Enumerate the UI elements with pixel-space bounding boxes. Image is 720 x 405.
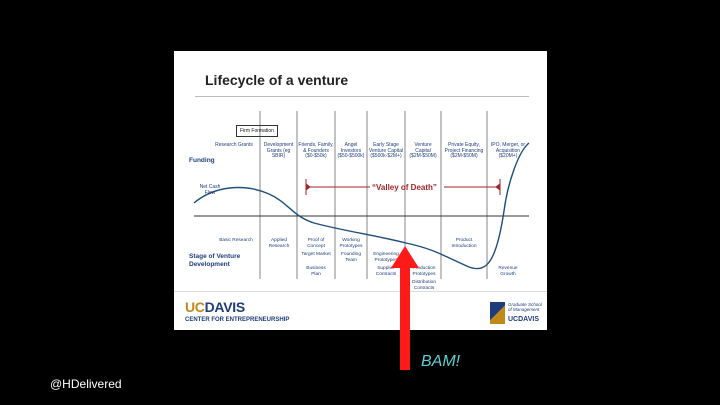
- gsm-text: Graduate School of Management: [508, 302, 542, 312]
- title-divider: [195, 96, 529, 97]
- twitter-handle: @HDelivered: [50, 377, 122, 391]
- dev-stage: Applied Research: [268, 238, 290, 249]
- valley-of-death-label: “Valley of Death”: [372, 183, 437, 192]
- funding-stage: Private Equity, Project Financing ($2M-$…: [444, 142, 484, 159]
- valley-arrow: [305, 179, 501, 195]
- dev-stage: Production Prototypes: [412, 266, 436, 277]
- funding-stage: Friends, Family, & Founders ($0-$50k): [298, 142, 334, 159]
- funding-stage: Angel Investors ($50-$500k): [337, 142, 365, 159]
- slide: Lifecycle of a venture Firm Formation Re…: [174, 51, 547, 330]
- center-for-entrepreneurship: CENTER FOR ENTREPRENEURSHIP: [185, 317, 290, 323]
- funding-stage: Venture Capital ($2M-$50M): [409, 142, 437, 159]
- bam-caption: BAM!: [421, 353, 461, 370]
- gsm-shield-icon: [490, 302, 505, 324]
- dev-stage: Business Plan: [306, 266, 326, 277]
- logo-davis: DAVIS: [204, 299, 246, 315]
- funding-stage: Research Grants: [215, 142, 253, 148]
- funding-stage: Early Stage Venture Capital ($500k-$2M+): [368, 142, 404, 159]
- cash-flow-curve: [193, 142, 530, 270]
- dev-stage: Engineering Prototypes: [373, 252, 399, 263]
- dev-stage: Supplier Contracts: [375, 266, 397, 277]
- funding-label: Funding: [189, 157, 215, 164]
- dev-stage: Revenue Growth: [498, 266, 518, 277]
- stage-of-development-label: Stage of Venture Development: [189, 253, 241, 268]
- dev-stage: Working Prototypes: [339, 238, 363, 249]
- net-cash-flow-label: Net Cash Flow: [199, 184, 221, 196]
- slide-footer: UCDAVIS CENTER FOR ENTREPRENEURSHIP Grad…: [174, 291, 547, 330]
- gsm-ucdavis: UCDAVIS: [508, 316, 539, 323]
- firm-formation-box: Firm Formation: [236, 125, 278, 137]
- funding-stage: Development Grants (eg SBIR): [263, 142, 294, 159]
- logo-uc: UC: [185, 299, 205, 315]
- dev-stage: Target Market: [301, 252, 331, 257]
- funding-stage: IPO, Merger, or Acquisition ($20M+): [490, 142, 526, 159]
- dev-stage: Distribution Contracts: [412, 280, 436, 291]
- dev-stage: Founding Team: [340, 252, 361, 263]
- slide-title: Lifecycle of a venture: [205, 72, 349, 88]
- dev-stage: Basic Research: [219, 238, 253, 243]
- dev-stage: Proof of Concept: [307, 238, 325, 249]
- red-arrow-icon: [391, 246, 419, 370]
- lifecycle-diagram: [193, 111, 530, 279]
- dev-stage: Product Introduction: [451, 238, 477, 249]
- ucdavis-logo: UCDAVIS: [185, 299, 245, 315]
